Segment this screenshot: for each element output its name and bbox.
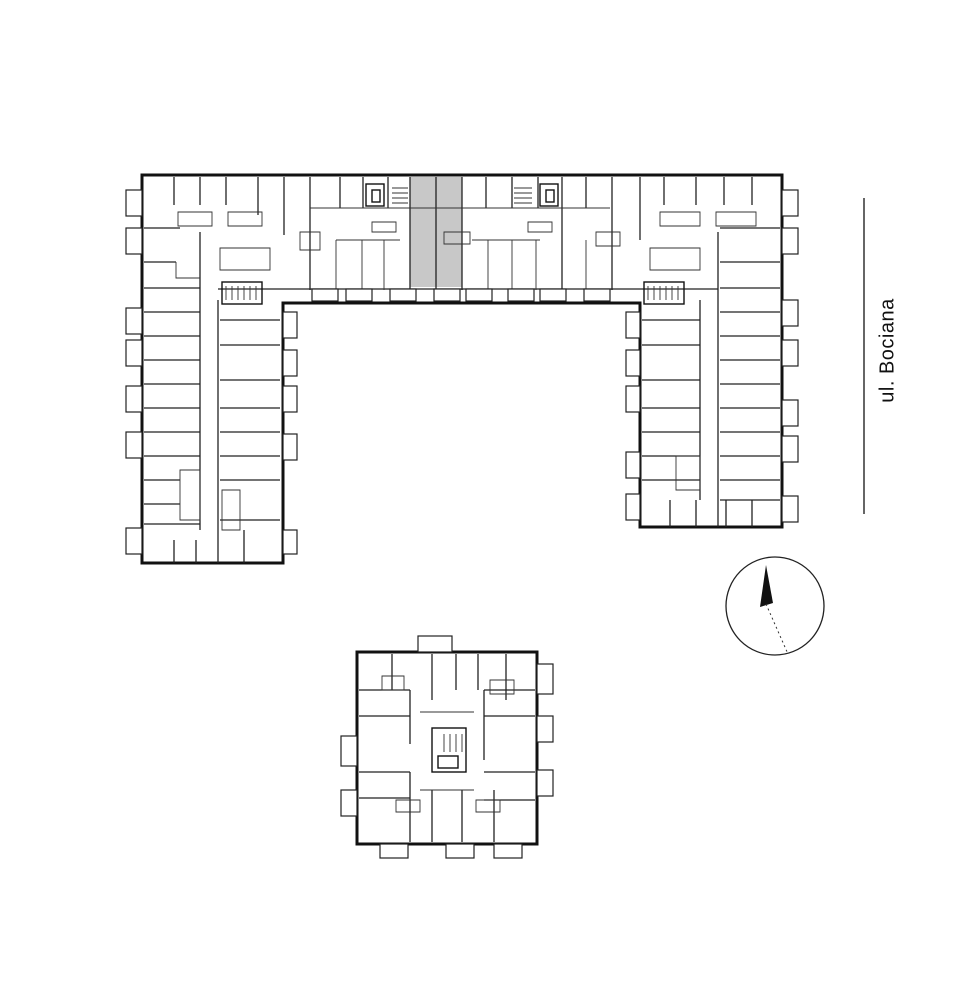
u-building-outline	[140, 173, 784, 565]
north-arrow-icon	[760, 565, 773, 607]
right-wing-units	[642, 227, 780, 527]
u-shaped-building	[125, 173, 799, 565]
balconies	[125, 189, 799, 555]
left-wing-units	[144, 227, 280, 563]
compass	[725, 556, 825, 656]
stair-core	[431, 727, 467, 773]
street-name: ul. Bociana	[876, 297, 899, 403]
square-building-outline	[355, 650, 539, 846]
top-wing-units	[173, 177, 757, 290]
street-label: ul. Bociana	[858, 275, 918, 425]
stair-core	[221, 183, 685, 305]
square-building	[340, 635, 554, 859]
square-building-units	[359, 654, 535, 842]
